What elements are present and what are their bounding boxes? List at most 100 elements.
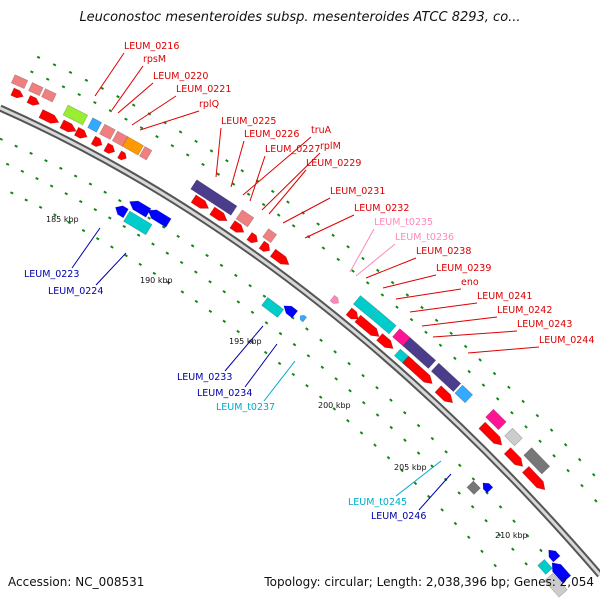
tick-mark [390,280,395,285]
tick-mark [549,428,554,432]
tick-mark [402,411,407,415]
tick-mark [480,549,484,554]
tick-mark [270,189,275,194]
gene-label: LEUM_t0235 [374,217,433,228]
tick-mark [29,151,33,155]
gene-label: rplM [320,141,341,152]
gene-label: LEUM_0220 [153,71,208,82]
leader-line [131,95,177,126]
gene-shape [235,209,255,228]
gene-shape [482,482,494,494]
label-leader-lines [71,52,540,511]
tick-mark [577,457,582,462]
gene-feature [523,447,551,475]
gene-shape [261,296,285,318]
tick-mark [108,109,113,113]
gene-feature [352,295,378,319]
tick-mark [52,63,57,67]
tick-mark [434,318,439,323]
gene-feature [544,572,568,598]
leader-line [139,110,200,131]
tick-mark [185,153,190,157]
leader-line [224,325,264,372]
tick-mark [236,300,241,304]
tick-mark [346,245,350,249]
gene-label: LEUM_0229 [306,158,361,169]
backbone-inner [0,106,600,576]
leader-line [349,228,375,273]
tick-mark [36,55,41,59]
tick-mark [497,533,502,537]
tick-mark [147,216,151,220]
gene-shape [209,206,228,222]
gene-feature [26,94,40,106]
gene-shape [402,337,437,369]
leader-line [432,330,518,338]
gene-feature [454,384,474,404]
gene-feature [10,74,29,90]
gene-shape [352,295,378,319]
tick-mark [291,372,296,377]
tick-mark [301,211,305,215]
tick-mark [131,103,136,107]
gene-label: LEUM_0227 [265,144,320,155]
tick-mark [190,244,195,248]
gene-feature [521,465,546,491]
tick-mark [118,199,122,203]
tick-mark [155,135,159,139]
gene-shape [111,130,129,147]
gene-shape [38,109,60,124]
tick-mark [93,100,97,105]
tick-mark [236,329,240,334]
tick-mark [563,443,568,447]
tick-mark [375,386,379,390]
gene-shape [523,447,551,475]
tick-mark [219,263,224,268]
gene-shape [59,119,77,133]
tick-mark [316,222,320,226]
tick-mark [95,237,100,241]
tick-mark [261,202,266,207]
gene-shape [129,200,152,218]
gene-feature [103,142,116,154]
tick-mark [457,463,462,468]
gene-feature [258,240,271,252]
gene-shape [503,447,524,467]
tick-mark [180,290,185,294]
tick-mark [389,425,394,430]
tick-mark [492,371,497,376]
gene-feature [354,314,380,337]
tick-mark [116,95,120,99]
tick-mark [525,533,530,538]
gene-feature [209,206,228,222]
tick-mark [416,423,421,428]
tick-mark [165,251,170,255]
tick-mark [170,144,175,148]
tick-mark [136,233,141,237]
tick-mark [110,245,114,249]
gene-shape [345,307,359,320]
gene-feature [190,194,210,209]
tick-mark [386,455,391,460]
kbp-label: 200 kbp [318,401,351,410]
tick-mark [100,86,104,90]
tick-mark [61,85,66,89]
tick-mark [481,383,486,387]
gene-shape [147,209,172,228]
tick-mark [276,213,281,217]
tick-mark [485,491,489,495]
kbp-label: 190 kbp [140,276,173,285]
leader-line [117,82,154,114]
kbp-label: 205 kbp [394,463,427,472]
leader-line [249,155,266,202]
gene-shape [258,240,271,252]
gene-shape [103,142,116,154]
gene-feature [90,135,103,147]
leader-line [263,360,296,402]
gene-feature [392,328,411,347]
gene-shape [190,194,210,209]
gene-feature [139,146,153,161]
gene-shape [269,248,290,265]
